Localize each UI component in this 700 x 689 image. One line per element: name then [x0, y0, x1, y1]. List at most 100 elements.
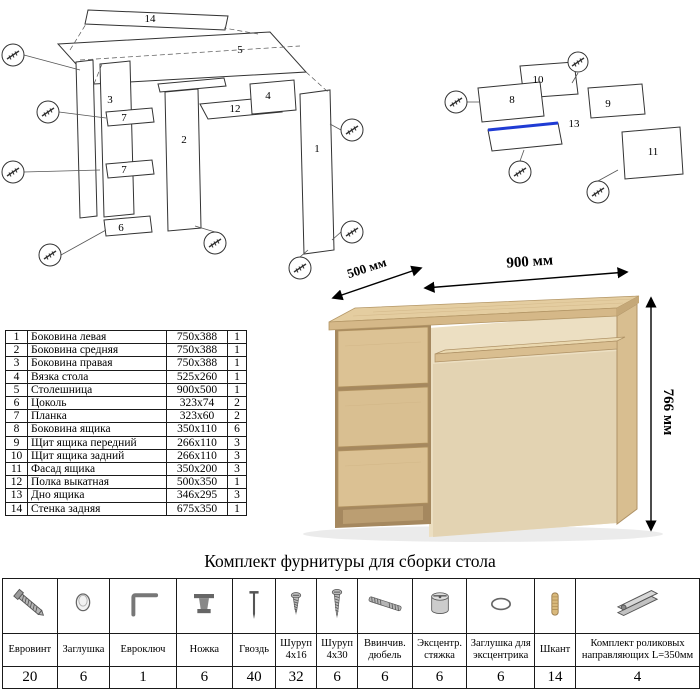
hardware-kit-title: Комплект фурнитуры для сборки стола [204, 551, 496, 571]
hardware-item-name: Гвоздь [232, 633, 277, 667]
plinth-6 [103, 215, 153, 237]
parts-cell-name: Планка [27, 409, 167, 424]
parts-cell-name: Щит ящика задний [27, 448, 167, 464]
assembly-guide-lines [69, 23, 329, 93]
parts-cell-num: 3 [5, 356, 28, 371]
hardware-item-qty: 20 [2, 666, 58, 689]
part-number-label: 14 [145, 13, 157, 25]
parts-cell-size: 350x200 [166, 462, 228, 477]
side-panel-3 [99, 60, 135, 218]
parts-cell-num: 13 [5, 488, 28, 503]
hardware-item-qty: 40 [232, 666, 277, 689]
parts-cell-size: 350x110 [166, 422, 228, 437]
parts-cell-size: 750x388 [166, 329, 228, 345]
hardware-item-qty: 14 [534, 666, 577, 689]
parts-cell-num: 9 [5, 435, 28, 450]
parts-cell-num: 12 [5, 475, 28, 490]
parts-cell-qty: 1 [227, 501, 247, 516]
parts-cell-size: 900x500 [166, 382, 228, 398]
hardware-item-name: Шуруп 4x30 [316, 633, 359, 667]
part-number-label: 10 [533, 74, 545, 86]
part-number-label: 8 [509, 94, 515, 106]
drawer-panel-outlines [477, 61, 684, 180]
parts-cell-qty: 1 [227, 356, 247, 371]
parts-cell-size: 750x388 [166, 356, 228, 371]
drawer-front-1 [337, 326, 429, 388]
hardware-item-name: Шкант [534, 633, 577, 667]
tie-panel-4 [249, 79, 297, 115]
screw-long-icon [316, 578, 359, 634]
hardware-item-qty: 6 [466, 666, 536, 689]
keyboard-tray-front [434, 340, 618, 363]
parts-cell-num: 4 [5, 369, 28, 384]
parts-cell-name: Боковина ящика [27, 422, 167, 437]
drawer-side-8 [477, 81, 545, 123]
parts-cell-qty: 6 [227, 422, 247, 437]
drawer-slides-icon [575, 578, 700, 634]
cam-lock-icon [411, 578, 468, 634]
floor-shadow [303, 526, 663, 542]
parts-cell-num: 5 [5, 382, 28, 398]
dim-width-label: 900 мм [506, 252, 554, 271]
leg-icon [175, 578, 234, 634]
parts-cell-name: Боковина правая [27, 356, 167, 371]
parts-cell-name: Стенка задняя [27, 501, 167, 516]
hardware-item-qty: 32 [275, 666, 318, 689]
parts-cell-size: 323x74 [166, 396, 228, 411]
shkant-icon [534, 578, 577, 634]
parts-cell-num: 2 [5, 343, 28, 358]
drawer-shield-9 [587, 83, 646, 119]
panel-outlines [56, 9, 335, 255]
parts-cell-size: 323x60 [166, 409, 228, 424]
drawer-bottom-groove-highlight [487, 121, 559, 132]
hardware-item-qty: 1 [109, 666, 177, 689]
hardware-item-qty: 6 [357, 666, 413, 689]
part-number-label: 12 [230, 103, 241, 115]
plank-7a [105, 107, 155, 127]
base-plinth [343, 506, 423, 524]
drawer-leader-lines [467, 72, 619, 182]
nail-icon [232, 578, 277, 634]
right-side-panel-1 [299, 89, 335, 255]
left-side-panel [75, 59, 98, 219]
euroscrew-icon [2, 578, 58, 634]
parts-cell-size: 266x110 [166, 435, 228, 450]
part-number-label: 7 [121, 164, 127, 176]
parts-cell-qty: 1 [227, 382, 247, 398]
part-number-label: 13 [569, 118, 581, 130]
part-number-label: 4 [265, 90, 271, 102]
dowel-screw-icon [357, 578, 413, 634]
parts-cell-qty: 3 [227, 448, 247, 464]
parts-cell-name: Вязка стола [27, 369, 167, 384]
hardware-item-name: Евроключ [109, 633, 177, 667]
parts-cell-num: 1 [5, 329, 28, 345]
desk-right-side-panel [616, 303, 638, 525]
hardware-item-qty: 6 [56, 666, 111, 689]
hardware-item-name: Ножка [175, 633, 234, 667]
middle-panel-2 [164, 88, 202, 232]
parts-cell-num: 8 [5, 422, 28, 437]
cam-cap-icon [466, 578, 536, 634]
parts-cell-qty: 3 [227, 462, 247, 477]
wood-grain-lines [344, 298, 634, 467]
parts-cell-qty: 2 [227, 396, 247, 411]
parts-cell-num: 7 [5, 409, 28, 424]
part-number-label: 9 [605, 98, 611, 110]
hardware-item-name: Заглушка для эксцентрика [466, 633, 536, 667]
drawer-facade-11 [621, 126, 684, 180]
